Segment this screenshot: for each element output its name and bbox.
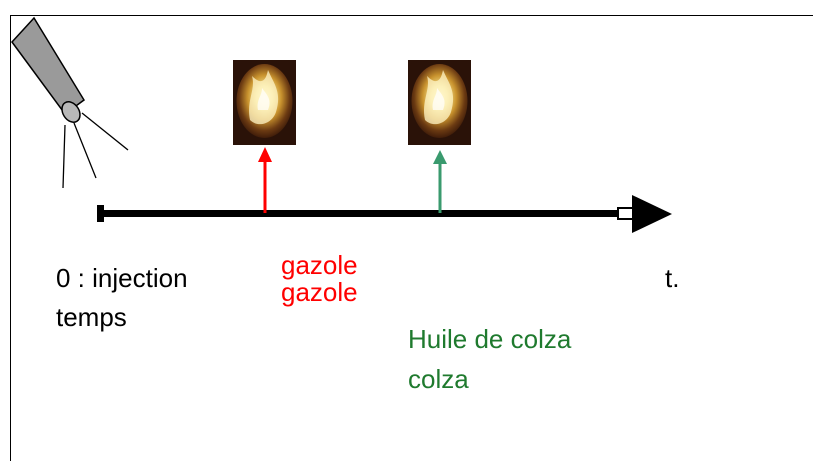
gazole-label-duplicate: gazole <box>281 277 358 307</box>
time-label: temps <box>56 302 127 332</box>
flame-icon-gazole <box>233 60 296 145</box>
colza-label-part2: colza <box>503 324 572 354</box>
spray-line-icon <box>81 112 129 151</box>
injection-time-label: 0 : injection <box>56 263 188 293</box>
gazole-label: gazole <box>281 250 358 280</box>
timeline-arrowhead-icon <box>632 195 672 233</box>
injector-icon <box>11 16 129 189</box>
ignition-arrow-gazole <box>258 147 272 213</box>
colza-label-part1: Huile de <box>408 324 504 354</box>
flame-icon-colza <box>408 60 471 145</box>
colza-label: Huile de colza <box>408 324 571 354</box>
spray-line-icon <box>73 122 97 179</box>
timeline-break <box>617 207 635 220</box>
spray-line-icon <box>62 124 66 189</box>
time-end-label: t. <box>665 263 680 293</box>
diagram-frame <box>10 15 813 461</box>
timeline-axis <box>97 195 672 233</box>
colza-label-line2: colza <box>408 364 469 394</box>
ignition-arrow-colza <box>433 150 447 213</box>
